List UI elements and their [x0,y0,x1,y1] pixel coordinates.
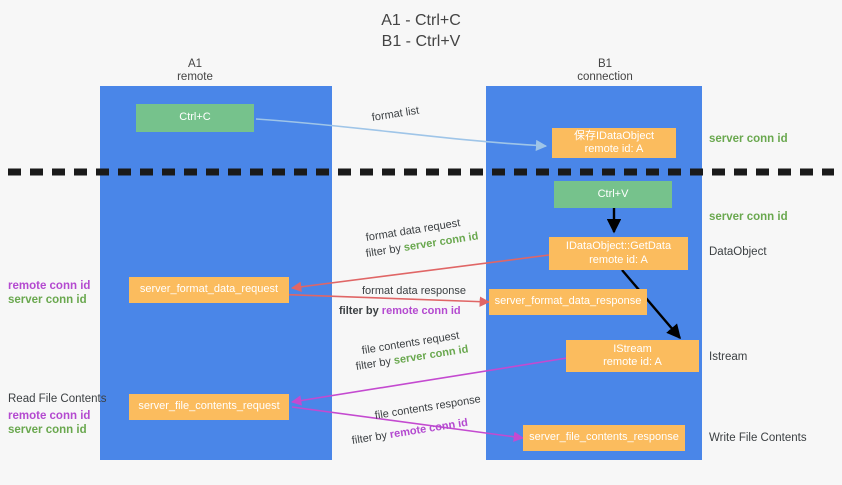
left-label-server-conn-id-lower: server conn id [8,424,87,436]
node-getdata-line1: IDataObject::GetData [565,240,672,252]
edge-label-format-list: format list [370,104,420,124]
column-header-b1-title: B1 [597,58,613,70]
node-ctrl-c[interactable]: Ctrl+C [136,104,254,132]
edge-label-fcresp-filter-key: remote conn id [389,416,469,441]
left-label-server-conn-id-upper: server conn id [8,294,87,306]
left-label-read-file-contents: Read File Contents [8,393,107,405]
edge-label-fcresp-filter-prefix: filter by [350,429,391,447]
left-label-remote-conn-id-lower: remote conn id [8,410,91,422]
right-label-server-conn-id-top: server conn id [709,133,788,145]
left-label-remote-conn-id-upper: remote conn id [8,280,91,292]
node-ctrl-v-line1: Ctrl+V [597,187,629,200]
edge-label-fdresp-filter-prefix: filter by [339,305,382,317]
title-line-2: B1 - Ctrl+V [381,33,461,50]
node-save-idataobject[interactable]: 保存IDataObject remote id: A [552,128,676,158]
node-getdata-line2: remote id: A [589,253,648,266]
edge-label-file-contents-response-filter: filter by remote conn id [351,416,469,449]
column-header-b1-sub: connection [577,71,633,83]
column-header-a1-sub: remote [177,71,213,83]
node-save-idataobject-line1: 保存IDataObject [573,129,655,142]
node-server-file-contents-request-line1: server_file_contents_request [138,400,280,413]
column-header-a1-title: A1 [187,58,203,70]
edge-label-format-data-response: format data response [362,285,466,297]
column-header-b1: B1 connection [530,58,680,84]
node-server-file-contents-response[interactable]: server_file_contents_response [523,425,685,451]
right-label-istream: Istream [709,351,748,363]
right-label-write-file-contents: Write File Contents [709,432,807,444]
node-save-idataobject-line2: remote id: A [584,143,644,155]
node-ctrl-v[interactable]: Ctrl+V [554,181,672,208]
node-istream-line1: IStream [613,342,652,355]
column-header-a1: A1 remote [130,58,260,84]
left-label-group-upper: remote conn id server conn id [8,279,90,307]
edge-label-fcreq-filter-prefix: filter by [354,355,395,373]
edge-label-fdresp-filter-key: remote conn id [381,305,461,317]
node-ctrl-c-line1: Ctrl+C [179,111,211,124]
title-line-1: A1 - Ctrl+C [381,12,461,29]
right-label-server-conn-id-mid: server conn id [709,211,788,223]
node-istream[interactable]: IStream remote id: A [566,340,699,372]
node-server-format-data-response[interactable]: server_format_data_response [489,289,647,315]
node-server-format-data-response-line1: server_format_data_response [494,295,642,308]
edge-label-format-data-response-filter: filter by remote conn id [339,304,461,319]
node-istream-line2: remote id: A [603,356,662,368]
node-getdata[interactable]: IDataObject::GetData remote id: A [549,237,688,270]
left-label-group-lower: Read File Contents remote conn id server… [8,392,106,437]
diagram-title: A1 - Ctrl+C B1 - Ctrl+V [0,10,842,52]
node-server-file-contents-response-line1: server_file_contents_response [529,431,679,444]
node-server-format-data-request-line1: server_format_data_request [139,283,279,296]
node-server-format-data-request[interactable]: server_format_data_request [129,277,289,303]
node-server-file-contents-request[interactable]: server_file_contents_request [129,394,289,420]
right-label-dataobject: DataObject [709,246,767,258]
